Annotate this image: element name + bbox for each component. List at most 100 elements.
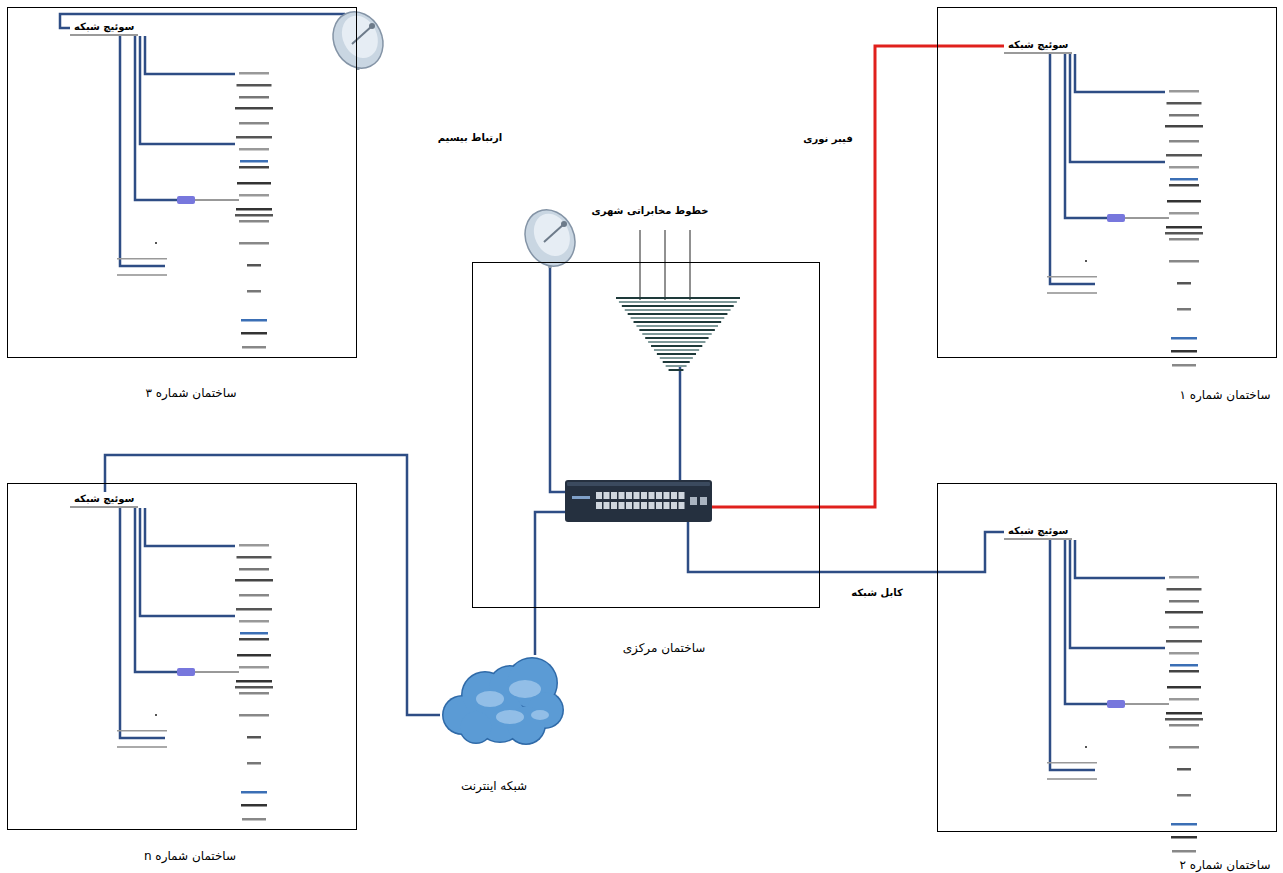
device-icon bbox=[239, 544, 269, 547]
device-icon bbox=[1169, 576, 1199, 579]
device-icon bbox=[117, 730, 167, 732]
link-label: فیبر نوری bbox=[801, 133, 854, 144]
device-icon bbox=[117, 274, 167, 276]
building-caption: ساختمان مرکزی bbox=[623, 641, 706, 655]
patch-cable bbox=[1125, 704, 1169, 705]
dish-feed bbox=[561, 221, 567, 227]
switch-label: سوئیچ شبکه bbox=[1008, 39, 1068, 50]
lan-cable bbox=[1075, 540, 1165, 578]
device-icon bbox=[236, 136, 272, 139]
switch-label: سوئیچ شبکه bbox=[74, 493, 134, 504]
switch-port bbox=[596, 502, 602, 509]
fiber-link bbox=[820, 46, 1004, 507]
modem-bank bbox=[669, 369, 684, 371]
switch-port bbox=[700, 497, 707, 505]
network-switch: سوئیچ شبکه bbox=[1004, 524, 1072, 540]
device-icon bbox=[1047, 762, 1097, 764]
lan-cable bbox=[679, 366, 682, 481]
device-icon bbox=[247, 736, 261, 739]
dish-antenna bbox=[516, 202, 584, 275]
device-icon bbox=[1165, 125, 1203, 128]
device-icon bbox=[239, 714, 269, 717]
dish-reflector bbox=[516, 202, 584, 275]
device-icon bbox=[239, 568, 269, 571]
device-icon bbox=[1047, 292, 1097, 294]
hub-icon bbox=[177, 668, 195, 676]
switch-port bbox=[611, 492, 617, 499]
modem-bank bbox=[636, 325, 718, 327]
switch-port bbox=[656, 502, 662, 509]
internet-cloud: شبکه اینترنت bbox=[440, 655, 565, 747]
patch-cable bbox=[1125, 218, 1169, 219]
device-icon bbox=[1170, 664, 1198, 667]
device-icon bbox=[235, 686, 273, 689]
device-icon bbox=[241, 804, 267, 807]
modem-bank bbox=[654, 349, 699, 351]
lan-cable bbox=[145, 36, 235, 74]
hub-icon bbox=[177, 196, 195, 204]
telecom-line bbox=[640, 230, 641, 300]
hub-icon bbox=[1107, 700, 1125, 708]
lan-cable bbox=[140, 508, 235, 616]
modem-bank bbox=[622, 305, 734, 307]
device-icon bbox=[247, 290, 261, 293]
lan-cable bbox=[1065, 540, 1107, 704]
device-icon bbox=[1165, 232, 1203, 235]
device-icon bbox=[239, 166, 269, 169]
modem-bank bbox=[628, 313, 728, 315]
device-icon bbox=[155, 714, 157, 716]
device-icon bbox=[1167, 102, 1202, 105]
device-icon bbox=[241, 332, 267, 335]
device-icon bbox=[242, 818, 266, 821]
device-icon bbox=[1169, 166, 1199, 169]
device-icon bbox=[237, 654, 271, 657]
device-icon bbox=[239, 594, 269, 597]
switch-port bbox=[634, 502, 640, 509]
cloud-highlight bbox=[496, 710, 524, 724]
device-icon bbox=[1085, 260, 1087, 262]
device-icon bbox=[1165, 718, 1203, 721]
modem-bank bbox=[660, 357, 693, 359]
dish-reflector bbox=[527, 208, 576, 262]
device-icon bbox=[1166, 154, 1202, 157]
building-box: ساختمان شماره ۲سوئیچ شبکه bbox=[937, 483, 1277, 832]
telecom-line bbox=[690, 230, 691, 300]
device-icon bbox=[1172, 364, 1196, 367]
lan-cable bbox=[135, 508, 177, 672]
dish-reflector bbox=[335, 10, 384, 64]
device-icon bbox=[1167, 686, 1201, 689]
modem-bank bbox=[657, 353, 696, 355]
building-equipment bbox=[117, 508, 273, 821]
device-icon bbox=[239, 666, 269, 669]
device-icon bbox=[241, 319, 267, 322]
cloud-shape bbox=[440, 655, 565, 747]
device-icon bbox=[1177, 282, 1191, 285]
dish-feed bbox=[369, 23, 375, 29]
device-icon bbox=[247, 762, 261, 765]
modem-bank bbox=[631, 317, 725, 319]
switch-label: سوئیچ شبکه bbox=[74, 21, 134, 32]
modem-bank bbox=[639, 329, 715, 331]
device-icon bbox=[1169, 184, 1199, 187]
device-icon bbox=[1167, 200, 1201, 203]
annotation-label: ارتباط بیسیم bbox=[436, 132, 505, 143]
device-icon bbox=[241, 791, 267, 794]
dish-reflector bbox=[324, 4, 392, 77]
lan-cable bbox=[135, 36, 177, 200]
network-switch: سوئیچ شبکه bbox=[70, 492, 138, 508]
device-icon bbox=[1169, 260, 1199, 263]
switch-port bbox=[641, 492, 647, 499]
cloud-highlight bbox=[509, 680, 541, 698]
patch-cable bbox=[195, 200, 239, 201]
device-icon bbox=[1047, 778, 1097, 780]
modem-bank bbox=[634, 321, 722, 323]
device-icon bbox=[1169, 746, 1199, 749]
lan-cable bbox=[1070, 54, 1165, 162]
device-icon bbox=[236, 680, 272, 683]
device-icon bbox=[1169, 90, 1199, 93]
lan-cable bbox=[140, 36, 235, 144]
cable-link bbox=[820, 532, 1004, 572]
device-icon bbox=[247, 264, 261, 267]
